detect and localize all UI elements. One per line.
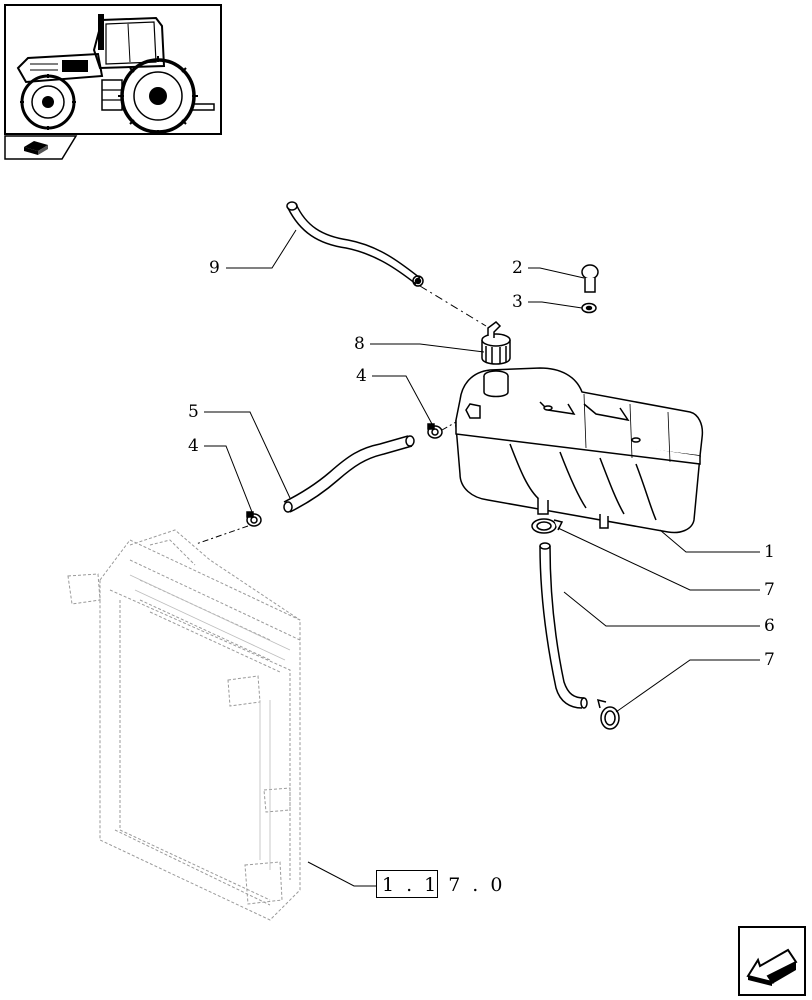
radiator-core-lines bbox=[129, 574, 291, 870]
section-book-icon bbox=[24, 141, 48, 155]
section-tab[interactable] bbox=[4, 135, 78, 161]
tractor-thumbnail bbox=[4, 4, 222, 135]
callout-6[interactable]: 6 bbox=[764, 616, 775, 636]
screw-2 bbox=[581, 264, 599, 293]
reference-link[interactable]: 1.17.0 bbox=[382, 874, 515, 896]
expansion-tank-1 bbox=[455, 367, 704, 534]
hose-9 bbox=[286, 201, 424, 287]
callout-9[interactable]: 9 bbox=[209, 258, 220, 278]
leader-lines bbox=[204, 229, 760, 887]
callout-5[interactable]: 5 bbox=[188, 402, 199, 422]
callout-7-upper[interactable]: 7 bbox=[764, 580, 775, 600]
clamp-7-upper bbox=[531, 518, 564, 534]
callout-1[interactable]: 1 bbox=[764, 542, 775, 562]
hose-6 bbox=[539, 542, 588, 709]
callout-7-lower[interactable]: 7 bbox=[764, 650, 775, 670]
washer-3 bbox=[581, 302, 597, 314]
clamp-7-lower bbox=[596, 698, 620, 730]
callout-4-lower[interactable]: 4 bbox=[188, 436, 199, 456]
clamp-4-lower bbox=[246, 511, 262, 527]
callout-2[interactable]: 2 bbox=[512, 258, 523, 278]
hose-5 bbox=[283, 435, 415, 513]
next-page-arrow-icon[interactable] bbox=[738, 926, 806, 996]
tractor-thumbnail-icon bbox=[16, 14, 215, 133]
clamp-4-upper bbox=[427, 423, 443, 439]
radiator-outline bbox=[67, 529, 301, 921]
callout-4-upper[interactable]: 4 bbox=[356, 366, 367, 386]
callout-3[interactable]: 3 bbox=[512, 292, 523, 312]
axis-line-9 bbox=[419, 285, 487, 327]
reference-link-box[interactable] bbox=[376, 870, 438, 898]
filler-cap-8 bbox=[481, 321, 511, 365]
callout-8[interactable]: 8 bbox=[354, 334, 365, 354]
